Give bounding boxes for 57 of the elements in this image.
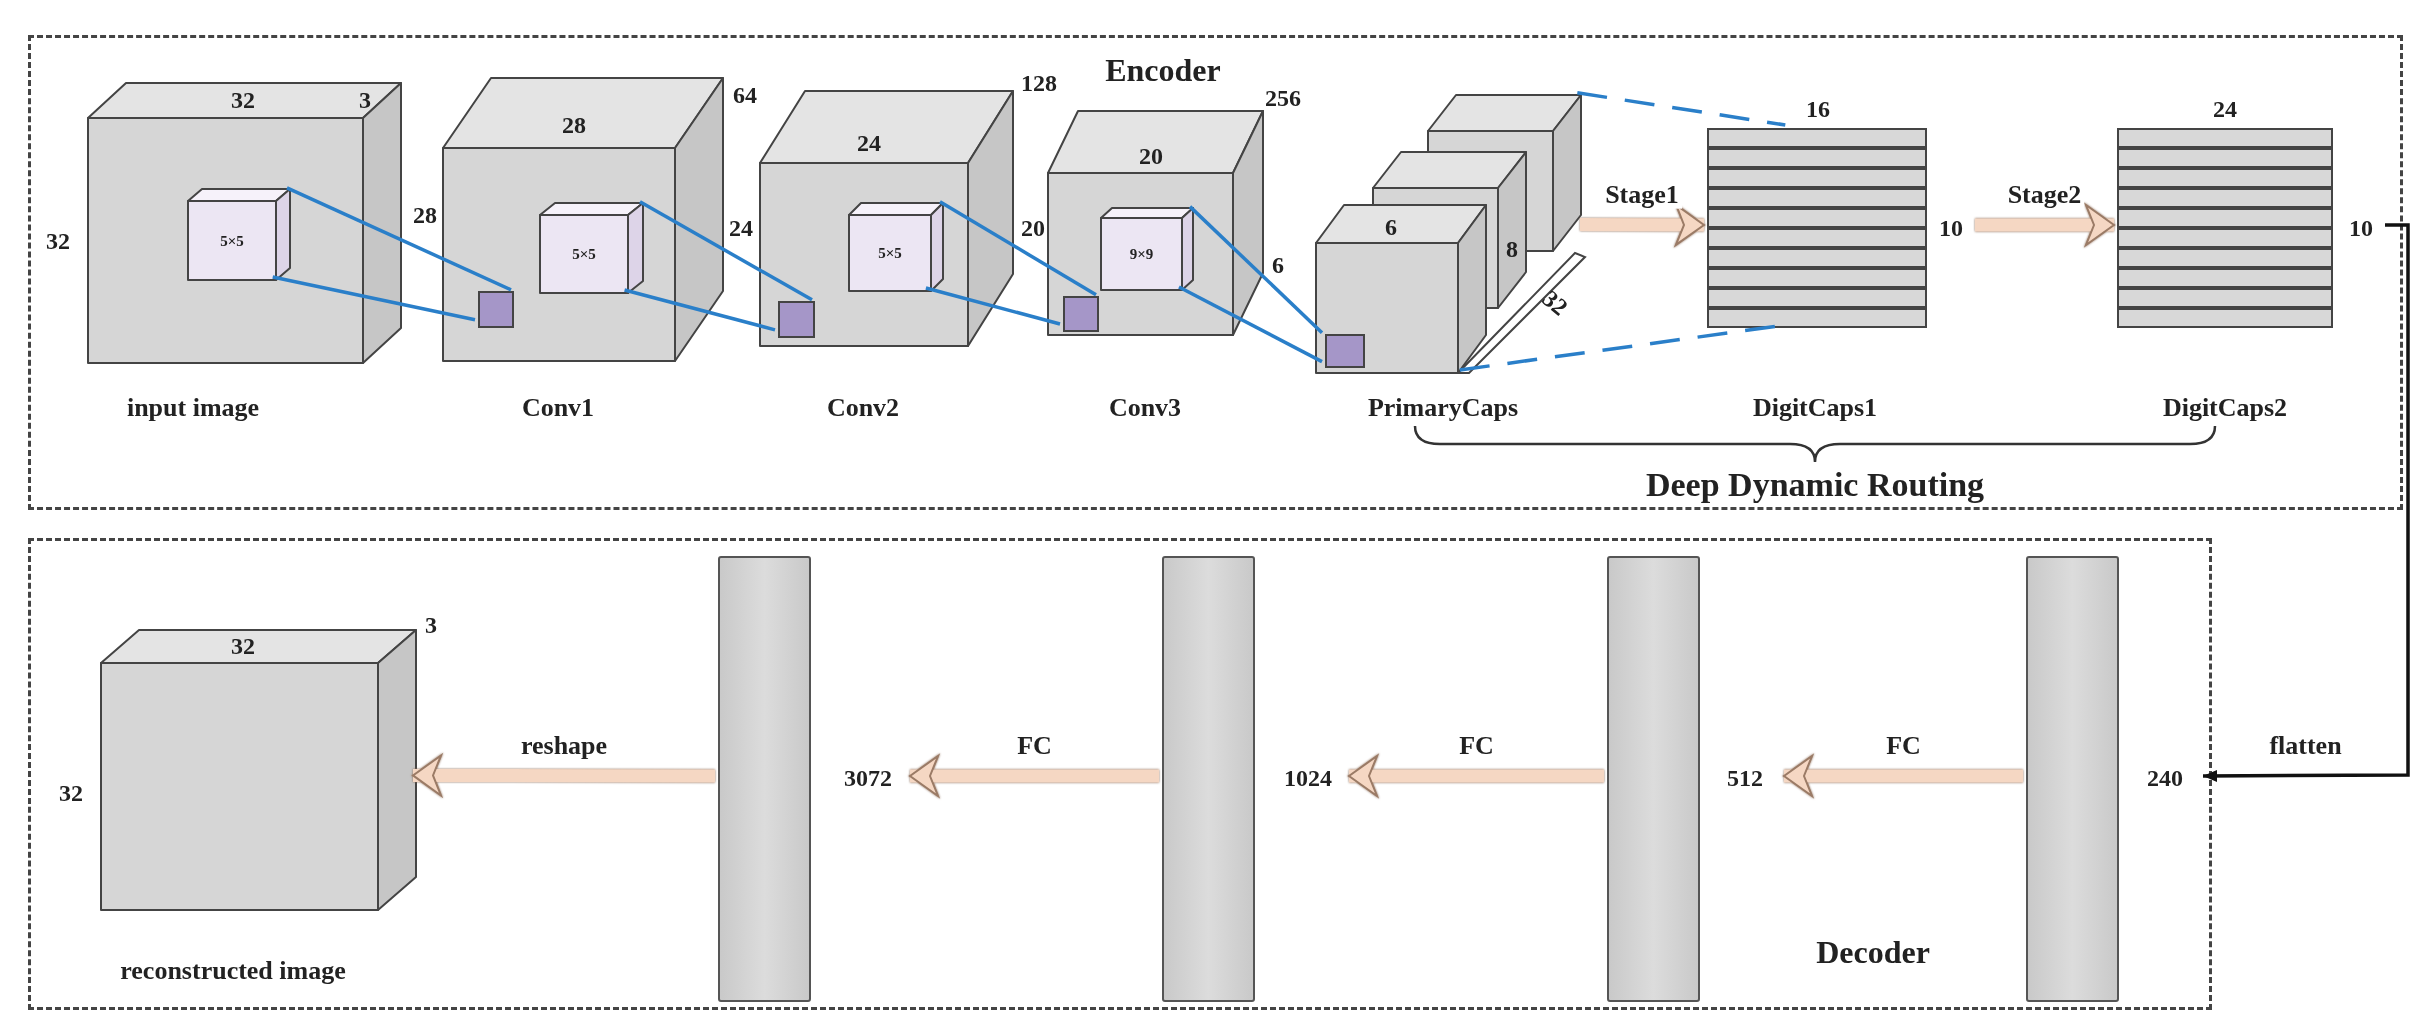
connector-line: [1178, 285, 1323, 364]
dimension-label: 240: [2147, 764, 2183, 792]
block-arrow: [412, 754, 716, 797]
layer-label: Conv1: [521, 393, 595, 423]
connector-line: [286, 186, 512, 292]
dimension-label: 10: [2349, 214, 2373, 242]
dimension-label: 32: [46, 227, 70, 255]
dimension-label: 32: [231, 86, 255, 114]
group-title: Encoder: [1105, 53, 1221, 89]
dimension-label: 16: [1806, 95, 1830, 123]
kernel-label: 5×5: [572, 245, 596, 263]
dimension-label: 20: [1139, 142, 1163, 170]
kernel-label: 5×5: [878, 244, 902, 262]
group-title: Decoder: [1816, 935, 1930, 971]
kernel-label: 9×9: [1129, 245, 1154, 263]
dimension-label: 6: [1385, 213, 1397, 241]
layer-label: PrimaryCaps: [1367, 393, 1519, 423]
block-arrow: [1975, 204, 2115, 246]
layer-label: input image: [126, 393, 260, 423]
layer-label: DigitCaps2: [2162, 393, 2288, 423]
dimension-label: 28: [562, 111, 586, 139]
layer-label: reconstructed image: [120, 956, 346, 986]
dimension-label: 24: [729, 214, 753, 242]
dimension-label: 3: [425, 611, 437, 639]
dimension-label: 64: [733, 81, 757, 109]
dimension-label: 20: [1021, 214, 1045, 242]
connector-line: [272, 275, 476, 322]
dashed-frame: [28, 538, 2212, 1010]
dimension-label: 128: [1021, 69, 1057, 97]
block-arrow: [909, 755, 1159, 797]
layer-label: Conv3: [1108, 393, 1182, 423]
dimension-label: 24: [857, 129, 881, 157]
kernel-label: 5×5: [220, 232, 244, 249]
dimension-label: 32: [231, 632, 255, 660]
dimension-label: 1024: [1284, 764, 1332, 792]
block-arrow: [1783, 755, 2023, 797]
caption-text: Deep Dynamic Routing: [1645, 466, 1985, 504]
connector-line: [624, 288, 776, 332]
connector-line: [1577, 91, 1786, 127]
dimension-label: 3: [359, 86, 371, 114]
dimension-label: 24: [2213, 95, 2237, 123]
dimension-label: 8: [1506, 235, 1518, 263]
connector-line: [639, 200, 813, 302]
dimension-label: 28: [413, 201, 437, 229]
block-arrow: [1348, 755, 1604, 797]
dimension-label: 10: [1939, 214, 1963, 242]
layer-label: DigitCaps1: [1752, 393, 1878, 423]
dimension-label: 6: [1272, 251, 1284, 279]
layer-label: Conv2: [826, 393, 900, 423]
dimension-label: 32: [59, 779, 83, 807]
dimension-label: 512: [1727, 764, 1763, 792]
arrow: [2203, 223, 2410, 782]
dashed-frame: [28, 35, 2403, 510]
dimension-label: 32: [1537, 285, 1573, 321]
dimension-label: 256: [1265, 84, 1301, 112]
dimension-label: 3072: [844, 764, 892, 792]
connector-line: [925, 286, 1061, 326]
